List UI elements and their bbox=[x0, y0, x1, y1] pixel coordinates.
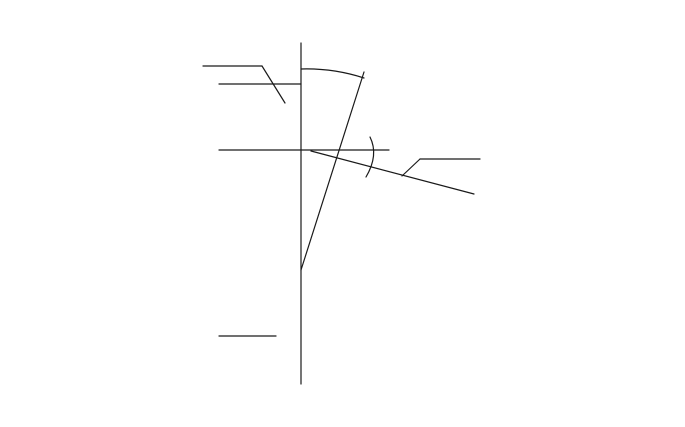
right-leader-diagonal bbox=[401, 158, 421, 177]
inclined-line bbox=[300, 71, 365, 271]
right-angle-arc bbox=[365, 136, 375, 178]
diagram-strokes bbox=[202, 42, 481, 385]
top-angle-arc bbox=[300, 68, 365, 79]
lower-inclined-line bbox=[310, 150, 475, 195]
